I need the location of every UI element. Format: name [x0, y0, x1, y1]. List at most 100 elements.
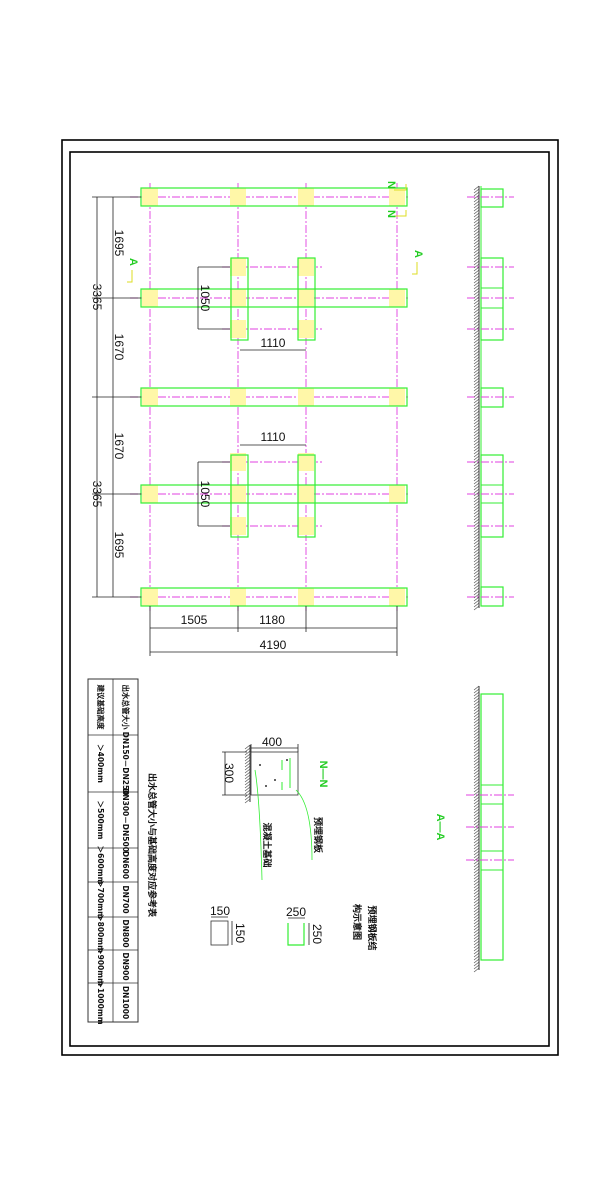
hatch-stroke [244, 774, 251, 780]
dim-1505: 1505 [181, 613, 208, 627]
pier-block [230, 454, 249, 538]
hatch-stroke [473, 485, 480, 491]
hatch-stroke [473, 452, 480, 458]
table-cell-height: ＞500mm [96, 801, 105, 840]
hatch-stroke [473, 299, 480, 305]
hatch-stroke [473, 317, 480, 323]
hatch-stroke [244, 747, 251, 753]
hatch-stroke [473, 497, 480, 503]
hatch-stroke [473, 599, 480, 605]
hatch-stroke [473, 419, 480, 425]
hatch-stroke [473, 545, 480, 551]
hatch-stroke [473, 293, 480, 299]
hatch-stroke [473, 829, 480, 835]
hatch-stroke [473, 712, 480, 718]
dim-1670-b: 1670 [112, 433, 126, 460]
hatch-stroke [473, 697, 480, 703]
hatch-stroke [473, 958, 480, 964]
node-pad [230, 485, 246, 503]
hatch-stroke [473, 587, 480, 593]
hatch-stroke [244, 744, 251, 750]
hatch-stroke [473, 754, 480, 760]
dim-1050-bottom: 1050 [198, 481, 212, 508]
hatch-stroke [473, 536, 480, 542]
hatch-stroke [473, 736, 480, 742]
hatch-stroke [473, 850, 480, 856]
hatch-stroke [473, 389, 480, 395]
hatch-stroke [473, 248, 480, 254]
hatch-stroke [473, 593, 480, 599]
hatch-stroke [473, 892, 480, 898]
hatch-stroke [473, 817, 480, 823]
hatch-stroke [473, 233, 480, 239]
hatch-stroke [473, 272, 480, 278]
hatch-stroke [473, 808, 480, 814]
plate-caption-line2: 构示意图 [351, 904, 363, 940]
section-a-left: A [127, 258, 139, 266]
hatch-stroke [473, 377, 480, 383]
hatch-stroke [473, 392, 480, 398]
hatch-stroke [473, 185, 480, 191]
hatch-stroke [473, 946, 480, 952]
hatch-stroke [473, 188, 480, 194]
dim-4190: 4190 [260, 638, 287, 652]
hatch-stroke [473, 838, 480, 844]
hatch-stroke [473, 350, 480, 356]
hatch-stroke [473, 940, 480, 946]
hatch-stroke [473, 922, 480, 928]
hatch-stroke [473, 437, 480, 443]
node-pad [230, 320, 246, 338]
table-cell-pipe: DN600 [121, 851, 130, 879]
hatch-stroke [473, 814, 480, 820]
hatch-stroke [473, 916, 480, 922]
small-box-width: 150 [210, 904, 230, 918]
hatch-stroke [473, 209, 480, 215]
label-embedded-plate: 预埋钢板 [312, 817, 324, 854]
hatch-stroke [244, 753, 251, 759]
hatch-stroke [473, 781, 480, 787]
section-marker [394, 210, 407, 217]
hatch-stroke [473, 341, 480, 347]
hatch-stroke [473, 278, 480, 284]
hatch-stroke [473, 578, 480, 584]
hatch-stroke [473, 901, 480, 907]
hatch-stroke [473, 691, 480, 697]
hatch-stroke [473, 727, 480, 733]
dim-3365-bottom: 3365 [90, 481, 104, 508]
hatch-stroke [473, 281, 480, 287]
hatch-stroke [473, 718, 480, 724]
hatch-stroke [473, 491, 480, 497]
hatch-stroke [473, 886, 480, 892]
node-pad [298, 517, 314, 535]
hatch-stroke [473, 700, 480, 706]
hatch-stroke [473, 254, 480, 260]
hatch-stroke [473, 934, 480, 940]
hatch-stroke [473, 820, 480, 826]
table-cell-pipe: DN300－DN500 [121, 788, 130, 852]
hatch-stroke [473, 823, 480, 829]
node-pad [230, 188, 246, 206]
table-cell-pipe: DN900 [121, 952, 130, 980]
hatch-stroke [473, 221, 480, 227]
hatch-stroke [473, 251, 480, 257]
node-pad [298, 588, 314, 606]
hatch-stroke [473, 793, 480, 799]
hatch-stroke [473, 955, 480, 961]
hatch-stroke [473, 805, 480, 811]
dim-1110-top: 1110 [261, 336, 286, 350]
table-cell-height: ＞600mm [96, 846, 105, 885]
hatch-stroke [473, 398, 480, 404]
hatch-stroke [473, 404, 480, 410]
hatch-stroke [473, 757, 480, 763]
dim-1180: 1180 [259, 613, 285, 627]
hatch-stroke [473, 859, 480, 865]
node-pad [298, 320, 314, 338]
hatch-stroke [473, 724, 480, 730]
hatch-stroke [473, 706, 480, 712]
hatch-stroke [473, 320, 480, 326]
hatch-stroke [473, 895, 480, 901]
hatch-stroke [473, 554, 480, 560]
hatch-stroke [473, 931, 480, 937]
hatch-stroke [473, 602, 480, 608]
hatch-stroke [473, 904, 480, 910]
